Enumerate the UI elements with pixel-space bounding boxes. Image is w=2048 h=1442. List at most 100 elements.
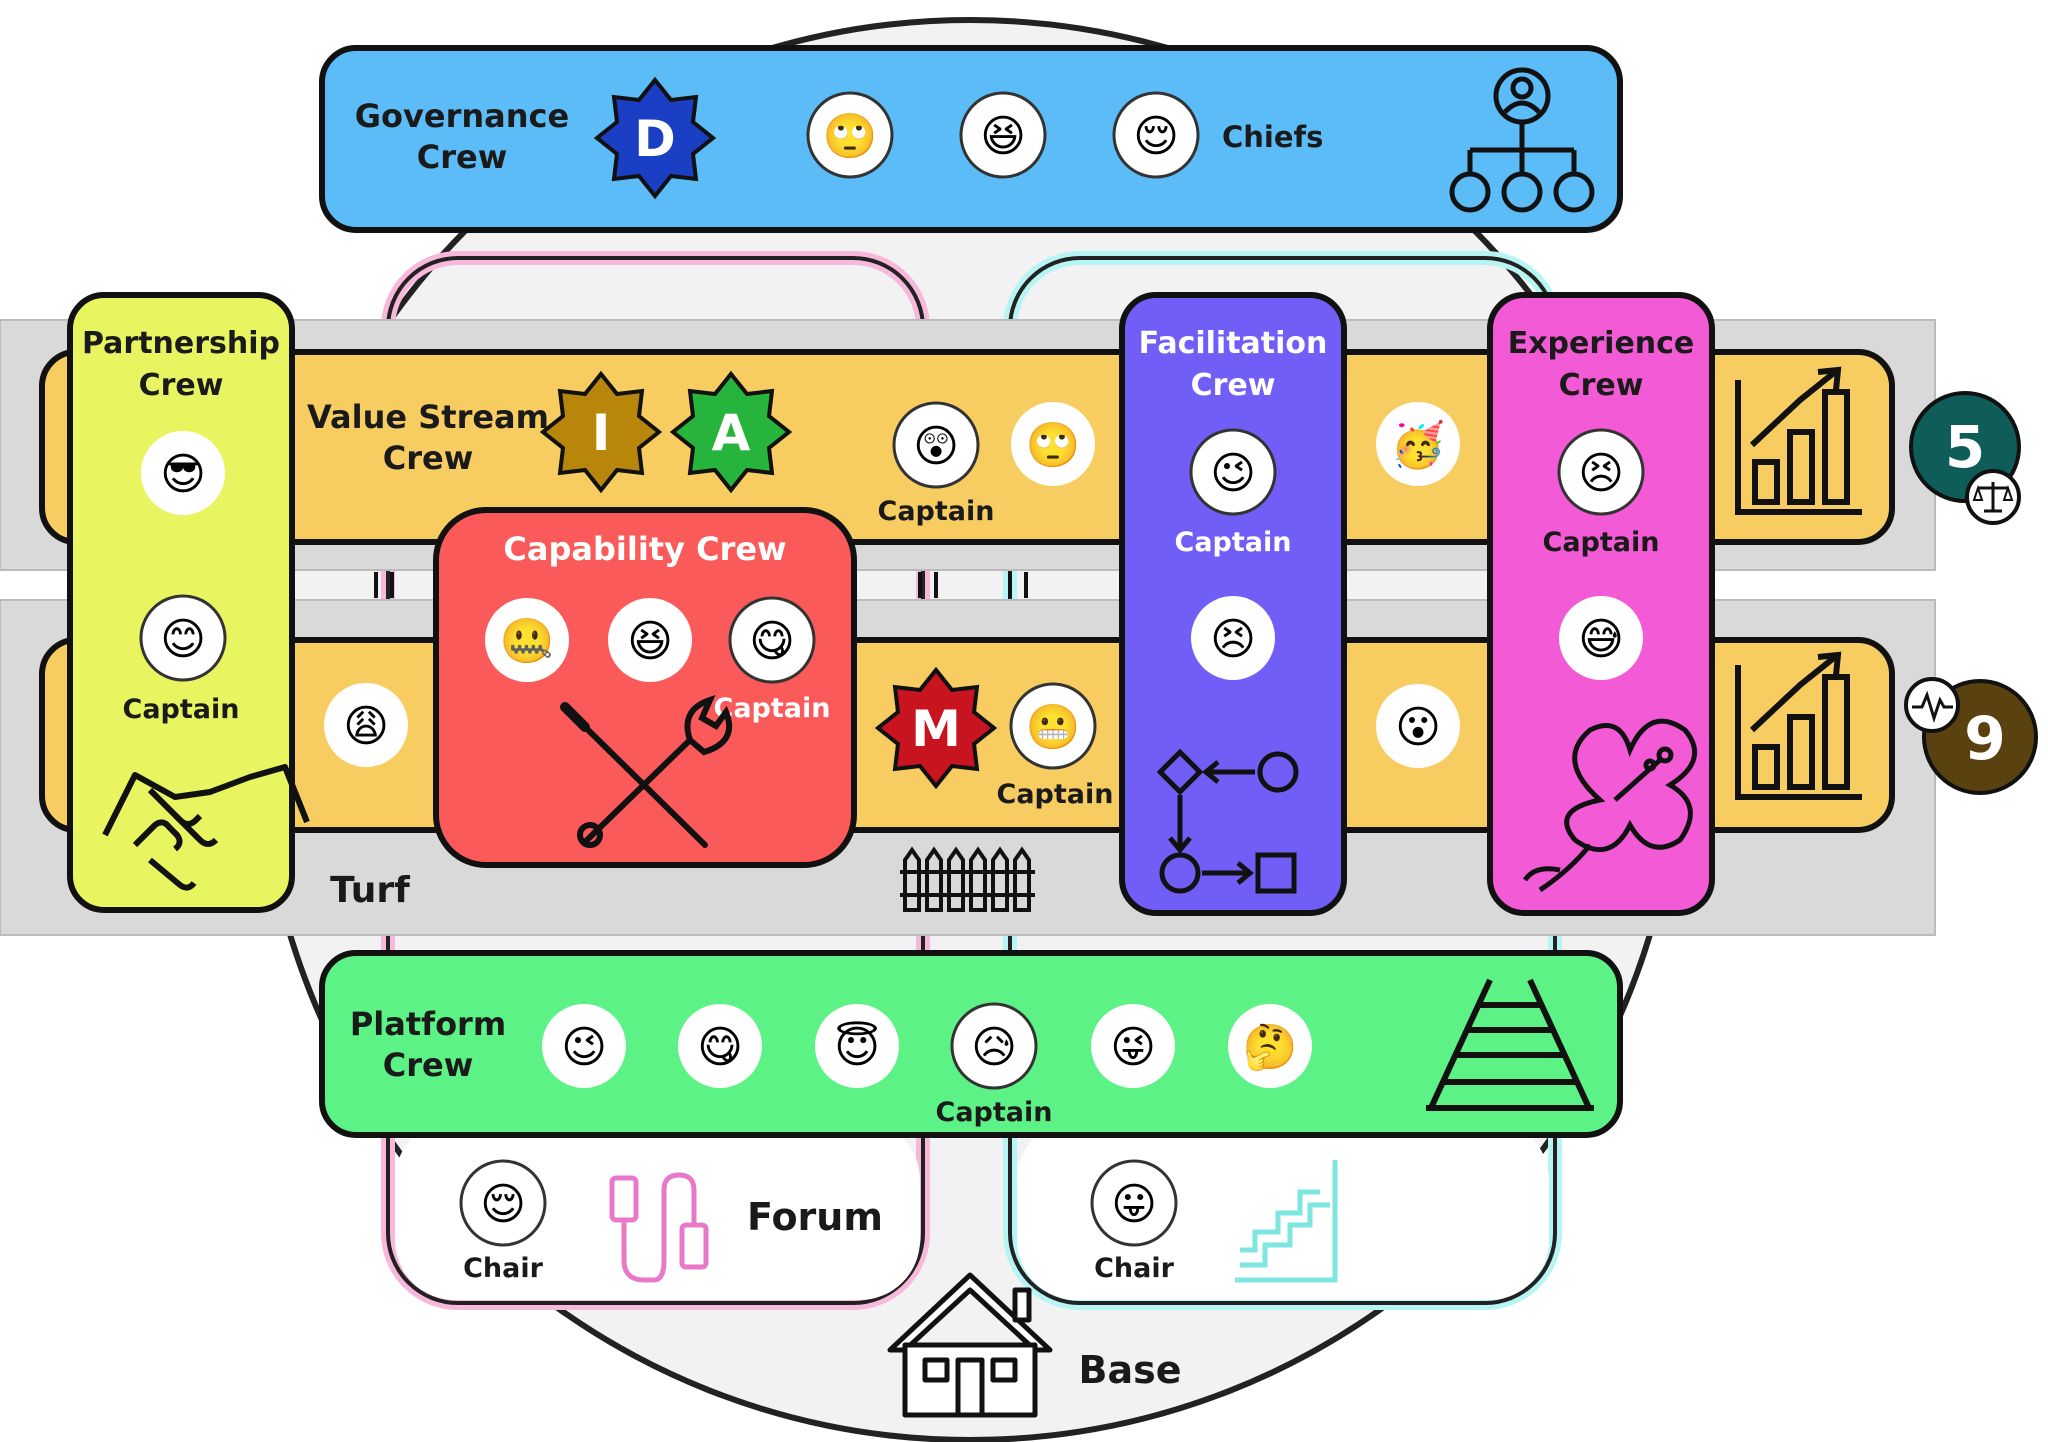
badge-a-letter: A	[712, 404, 751, 462]
badge-d: D	[593, 76, 717, 200]
svg-text:😉: 😉	[1210, 448, 1256, 499]
forum-chair-face-left: 😌	[459, 1159, 547, 1247]
capability-title: Capability Crew	[503, 530, 786, 568]
value-stream-face-bottom-3: 😮	[1376, 684, 1460, 768]
value-stream-captain-label-top: Captain	[878, 496, 995, 527]
platform-face-5: 😜	[1091, 1004, 1175, 1088]
svg-text:😥: 😥	[971, 1022, 1017, 1073]
badge-m-letter: M	[911, 700, 961, 758]
governance-face-2: 😆	[959, 91, 1047, 179]
experience-face-2: 😅	[1559, 596, 1643, 680]
svg-text:😋: 😋	[749, 616, 795, 667]
svg-text:😬: 😬	[1026, 702, 1081, 753]
forum-area-left	[395, 1120, 920, 1300]
experience-face-captain: 😣	[1557, 428, 1645, 516]
forum-chair-label-left: Chair	[463, 1253, 544, 1284]
base-label: Base	[1079, 1348, 1182, 1392]
value-stream-face-captain-top: 😲	[892, 401, 980, 489]
facilitation-captain-label: Captain	[1175, 527, 1292, 558]
badge-a: A	[669, 370, 793, 494]
forum-label: Forum	[747, 1195, 883, 1239]
experience-captain-label: Captain	[1543, 527, 1660, 558]
capability-face-2: 😆	[608, 598, 692, 682]
badge-m: M	[874, 666, 998, 790]
capability-face-1: 🤐	[485, 598, 569, 682]
partnership-captain-label: Captain	[123, 694, 240, 725]
capability-crew-box	[433, 507, 857, 868]
svg-text:😇: 😇	[834, 1021, 880, 1073]
badge-d-letter: D	[634, 110, 676, 168]
governance-title-1: Governance	[355, 97, 569, 135]
partnership-face-1: 😎	[141, 431, 225, 515]
value-stream-face-top-3: 🥳	[1376, 402, 1460, 486]
facilitation-face-2: 😣	[1191, 596, 1275, 680]
org-chart-icon	[1449, 67, 1595, 213]
svg-text:😜: 😜	[1110, 1022, 1156, 1073]
partnership-face-2: 😊	[139, 594, 227, 682]
platform-face-6: 🤔	[1228, 1004, 1312, 1088]
platform-title-2: Crew	[383, 1046, 474, 1084]
experience-title-1: Experience	[1508, 326, 1695, 361]
badge-i-letter: I	[592, 404, 611, 462]
platform-face-captain: 😥	[950, 1002, 1038, 1090]
chiefs-label: Chiefs	[1222, 120, 1323, 154]
svg-text:😣: 😣	[1578, 448, 1624, 499]
fence-icon	[900, 846, 1035, 912]
governance-title-2: Crew	[417, 138, 508, 176]
value-stream-title-2: Crew	[383, 439, 474, 477]
value-stream-face-bottom-1: 😩	[324, 683, 408, 767]
value-stream-captain-label-bottom: Captain	[997, 779, 1114, 810]
partnership-title-1: Partnership	[82, 326, 280, 361]
svg-text:🙄: 🙄	[1026, 420, 1081, 471]
tools-icon	[560, 694, 733, 848]
value-stream-face-top-2: 🙄	[1011, 402, 1095, 486]
badge-i: I	[539, 370, 663, 494]
svg-text:😅: 😅	[1578, 614, 1624, 665]
house-icon	[887, 1272, 1053, 1418]
svg-text:🤔: 🤔	[1243, 1022, 1298, 1073]
governance-face-3: 😌	[1112, 91, 1200, 179]
facilitation-face-captain: 😉	[1189, 428, 1277, 516]
svg-text:🥳: 🥳	[1391, 418, 1446, 471]
heartbeat-icon	[1904, 677, 1960, 733]
platform-face-1: 😉	[542, 1004, 626, 1088]
partnership-title-2: Crew	[139, 368, 224, 403]
bar-chart-icon-bottom	[1735, 651, 1862, 800]
hibiscus-icon	[1522, 718, 1697, 893]
svg-text:😮: 😮	[1395, 702, 1441, 753]
platform-title-1: Platform	[350, 1005, 506, 1043]
svg-text:😣: 😣	[1210, 614, 1256, 665]
facilitation-title-2: Crew	[1191, 368, 1276, 403]
svg-text:🙄: 🙄	[823, 111, 878, 162]
forum-chair-label-right: Chair	[1094, 1253, 1175, 1284]
platform-captain-label: Captain	[936, 1097, 1053, 1128]
svg-text:😎: 😎	[160, 449, 206, 500]
platform-face-2: 😋	[678, 1004, 762, 1088]
value-stream-face-captain-bottom: 😬	[1009, 682, 1097, 770]
svg-text:😛: 😛	[1111, 1179, 1157, 1230]
svg-text:😉: 😉	[561, 1022, 607, 1073]
governance-face-1: 🙄	[806, 91, 894, 179]
svg-text:😩: 😩	[343, 701, 389, 752]
usb-cable-icon	[609, 1172, 709, 1283]
handshake-icon	[102, 764, 310, 891]
capability-face-captain: 😋	[728, 596, 816, 684]
svg-text:😆: 😆	[627, 616, 673, 667]
svg-text:😊: 😊	[160, 614, 206, 665]
svg-text:😌: 😌	[480, 1179, 526, 1230]
bar-chart-icon-top	[1735, 366, 1862, 515]
flow-icon	[1156, 748, 1299, 894]
svg-text:😌: 😌	[1133, 111, 1179, 162]
forum-chair-face-right: 😛	[1090, 1159, 1178, 1247]
value-stream-title-1: Value Stream	[307, 398, 549, 436]
svg-text:😲: 😲	[913, 421, 959, 472]
facilitation-title-1: Facilitation	[1139, 326, 1328, 361]
turf-label: Turf	[330, 870, 410, 911]
metric-9-value: 9	[1964, 704, 2006, 774]
metric-5-value: 5	[1945, 413, 1985, 481]
svg-text:😋: 😋	[697, 1022, 743, 1073]
svg-text:😆: 😆	[980, 111, 1026, 162]
band-connectors	[374, 572, 1028, 598]
